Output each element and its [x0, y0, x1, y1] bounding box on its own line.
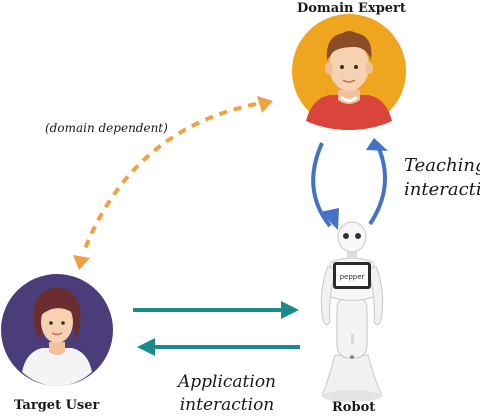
robot-screen-text: pepper — [340, 273, 365, 281]
target-user-label: Target User — [14, 398, 100, 413]
domain-dependent-label: (domain dependent) — [45, 121, 168, 135]
teaching-interaction-label: Teaching interaction — [404, 154, 480, 202]
teaching-arrows — [311, 138, 388, 230]
pepper-robot: pepper — [320, 221, 384, 402]
application-line-2: interaction — [179, 395, 275, 415]
target-user-avatar — [1, 274, 113, 386]
teaching-line-1: Teaching — [404, 155, 480, 176]
domain-expert-avatar — [292, 14, 406, 130]
domain-expert-label: Domain Expert — [297, 1, 406, 16]
application-interaction-label: Application interaction — [168, 371, 286, 417]
application-arrows — [133, 301, 300, 356]
robot-label: Robot — [332, 400, 376, 415]
teaching-line-2: interaction — [404, 179, 480, 200]
application-line-1: Application — [177, 372, 277, 392]
domain-dependent-arrow — [73, 96, 273, 270]
